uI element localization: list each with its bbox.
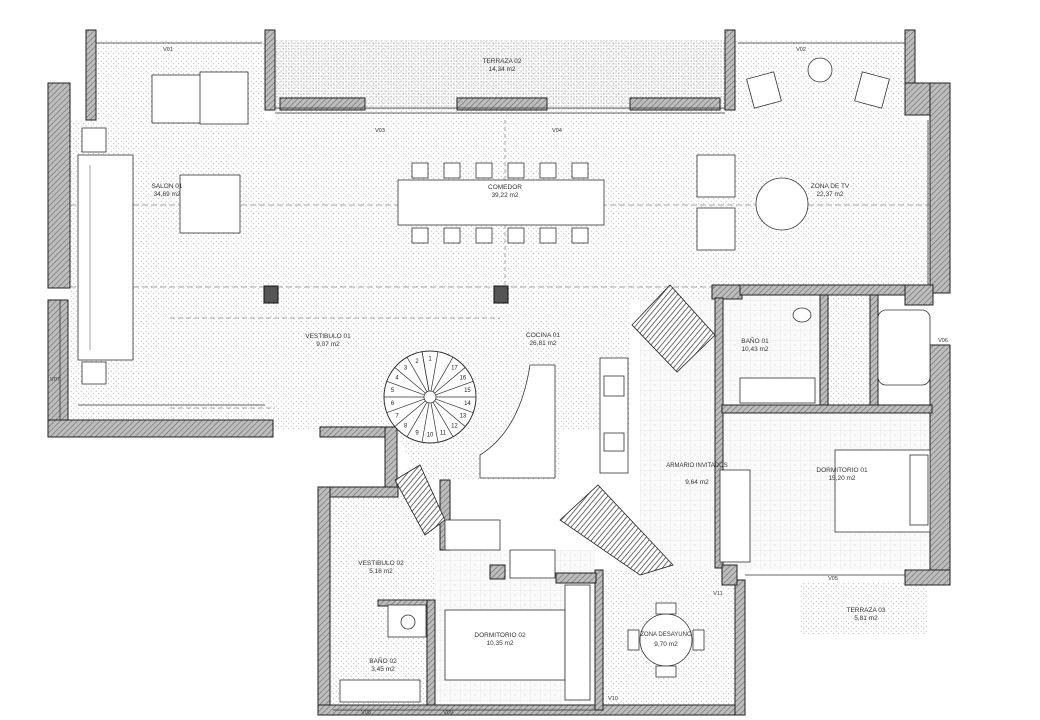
room-area-vestibulo-02: 5,16 m2 [369, 568, 393, 575]
stair-tread [421, 402, 430, 443]
stair-step-number: 9 [415, 430, 419, 436]
stair-tread [432, 356, 454, 392]
armchair [696, 207, 736, 251]
room-name-armario-invitados: ARMARIO INVITADOS [666, 463, 728, 469]
stair-step-number: 10 [427, 433, 434, 439]
stair-tread [386, 380, 425, 396]
room-area-dormitorio-01: 15,20 m2 [828, 475, 855, 482]
room-area-salon-01: 34,69 m2 [153, 191, 180, 198]
room-name-vestibulo-02: VESTIBULO 02 [358, 560, 404, 567]
window-label-v01: V01 [163, 47, 173, 53]
room-area-cocina-01: 26,81 m2 [529, 340, 556, 347]
round-table [755, 177, 809, 231]
stair-step-number: 8 [404, 424, 408, 430]
room-name-bano-02: BAÑO 02 [369, 656, 397, 665]
window-label-v07: V07 [50, 377, 60, 383]
window-label-v08: V08 [361, 710, 371, 716]
kitchen-island [479, 364, 556, 479]
room-name-bano-01: BAÑO 01 [741, 336, 769, 345]
room-labels: TERRAZA 02 14,34 m2 SALON 01 34,69 m2 CO… [151, 58, 885, 673]
room-name-vestibulo-01: VESTIBULO 01 [305, 333, 351, 340]
stair-step-number: 1 [428, 357, 432, 363]
stair-step-number: 14 [464, 401, 471, 407]
stair-tread [430, 402, 439, 443]
room-area-armario-invitados: 9,64 m2 [685, 479, 709, 486]
stair-step-number: 13 [460, 414, 467, 420]
stair-tread [406, 402, 428, 438]
armchair [151, 74, 203, 124]
room-name-terraza-02: TERRAZA 02 [482, 58, 521, 65]
window-label-v10: V10 [608, 696, 618, 702]
stair-tread [430, 351, 439, 392]
stair-tread [434, 367, 466, 394]
coffee-table [179, 174, 241, 234]
dining-table [397, 179, 605, 226]
floor-fills [70, 40, 935, 705]
walls [47, 29, 951, 716]
window-label-v09: V09 [443, 710, 453, 716]
single-bed [444, 609, 566, 681]
room-name-salon-01: SALON 01 [151, 183, 182, 190]
room-name-cocina-01: COCINA 01 [526, 332, 560, 339]
stair-tread [434, 400, 466, 427]
stair-step-number: 2 [415, 359, 419, 365]
stair-step-number: 11 [440, 430, 447, 436]
stair-tread [394, 400, 426, 427]
stair-step-number: 16 [460, 376, 467, 382]
bathtub [877, 309, 931, 386]
stair-tread [432, 402, 454, 438]
diagonal-ramps [394, 284, 716, 576]
room-name-comedor: COMEDOR [488, 184, 522, 191]
armchair [696, 154, 736, 198]
room-name-zona-desayuno: ZONA DESAYUNO [640, 632, 692, 638]
stair-tread [421, 351, 430, 392]
room-name-dormitorio-02: DORMITORIO 02 [474, 632, 526, 639]
stair-tread [435, 380, 474, 396]
room-name-dormitorio-01: DORMITORIO 01 [816, 467, 868, 474]
stair-step-number: 5 [391, 388, 395, 394]
glazing-lines [59, 42, 930, 711]
stair-step-number: 7 [395, 414, 399, 420]
stair-tread [394, 367, 426, 394]
window-label-v03: V03 [375, 128, 385, 134]
stair-step-number: 4 [395, 376, 399, 382]
room-area-bano-02: 3,45 m2 [371, 666, 395, 673]
breakfast-table [639, 613, 693, 667]
window-label-v06: V06 [938, 338, 948, 344]
stair-tread [386, 398, 425, 414]
room-area-bano-01: 10,43 m2 [741, 346, 768, 353]
armchair [199, 71, 249, 125]
window-label-v11: V11 [713, 591, 722, 597]
room-area-comedor: 39,22 m2 [491, 192, 518, 199]
room-area-zona-desayuno: 9,70 m2 [654, 641, 678, 648]
room-area-terraza-02: 14,34 m2 [488, 66, 515, 73]
stair-step-number: 15 [464, 388, 471, 394]
room-area-zona-tv: 22,37 m2 [816, 191, 843, 198]
stair-step-number: 3 [404, 365, 408, 371]
room-name-zona-tv: ZONA DE TV [811, 183, 850, 190]
furniture [77, 57, 931, 703]
stair-tread [435, 398, 474, 414]
stair-step-number: 6 [391, 401, 395, 407]
room-area-dormitorio-02: 10,35 m2 [486, 640, 513, 647]
window-label-v05: V05 [828, 576, 838, 582]
room-area-vestibulo-01: 9,07 m2 [316, 341, 340, 348]
window-label-v02: V02 [796, 47, 806, 53]
window-label-v04: V04 [552, 128, 562, 134]
sofa [77, 154, 134, 361]
stair-step-number: 17 [451, 365, 458, 371]
window-labels: V01 V02 V03 V04 V05 V06 V07 V08 V09 V10 … [50, 47, 948, 716]
stair-step-number: 12 [451, 424, 458, 430]
room-name-terraza-03: TERRAZA 03 [846, 607, 885, 614]
stair-tread [406, 356, 428, 392]
room-area-terraza-03: 5,81 m2 [854, 615, 878, 622]
